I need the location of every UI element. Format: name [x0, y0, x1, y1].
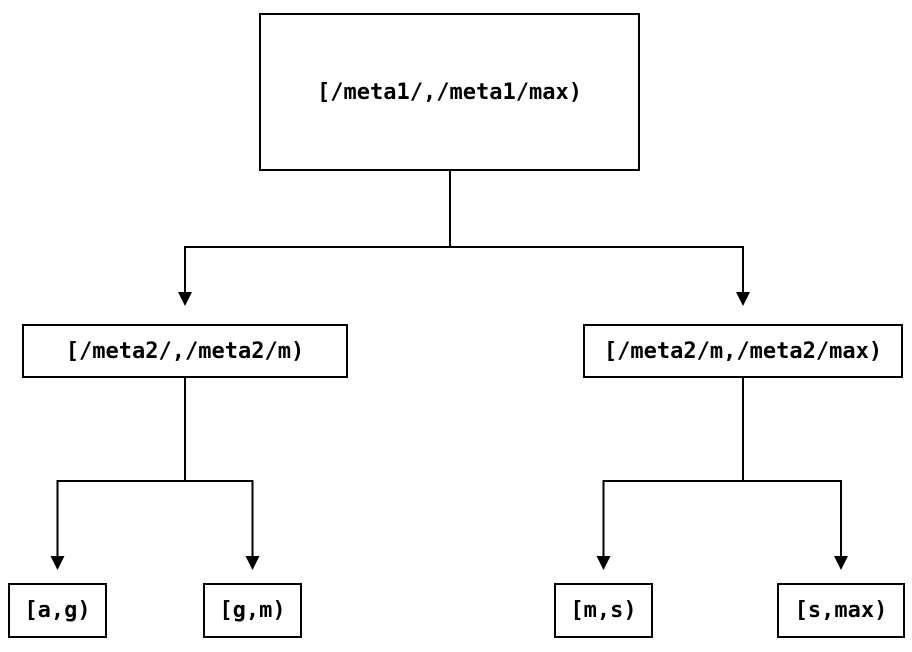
arrowhead-icon	[834, 556, 848, 570]
tree-node-leaf-gm-label: [g,m)	[219, 598, 286, 623]
tree-node-leaf-ag: [a,g)	[8, 583, 107, 638]
arrowhead-icon	[245, 556, 260, 570]
arrowhead-icon	[736, 292, 750, 306]
arrowhead-icon	[50, 556, 65, 570]
tree-node-meta2-low-label: [/meta2/,/meta2/m)	[65, 338, 305, 364]
arrowhead-icon	[178, 292, 192, 306]
tree-node-meta2-high-label: [/meta2/m,/meta2/max)	[603, 338, 883, 364]
tree-node-meta2-low: [/meta2/,/meta2/m)	[22, 324, 348, 378]
tree-node-leaf-ag-label: [a,g)	[24, 598, 91, 623]
arrowhead-icon	[596, 556, 611, 570]
tree-node-root: [/meta1/,/meta1/max)	[259, 13, 640, 171]
tree-node-leaf-smax-label: [s,max)	[794, 598, 888, 623]
tree-node-leaf-ms: [m,s)	[554, 583, 653, 638]
tree-node-root-label: [/meta1/,/meta1/max)	[317, 79, 582, 105]
tree-node-meta2-high: [/meta2/m,/meta2/max)	[583, 324, 903, 378]
tree-node-leaf-gm: [g,m)	[203, 583, 302, 638]
tree-node-leaf-ms-label: [m,s)	[570, 598, 637, 623]
tree-node-leaf-smax: [s,max)	[777, 583, 905, 638]
